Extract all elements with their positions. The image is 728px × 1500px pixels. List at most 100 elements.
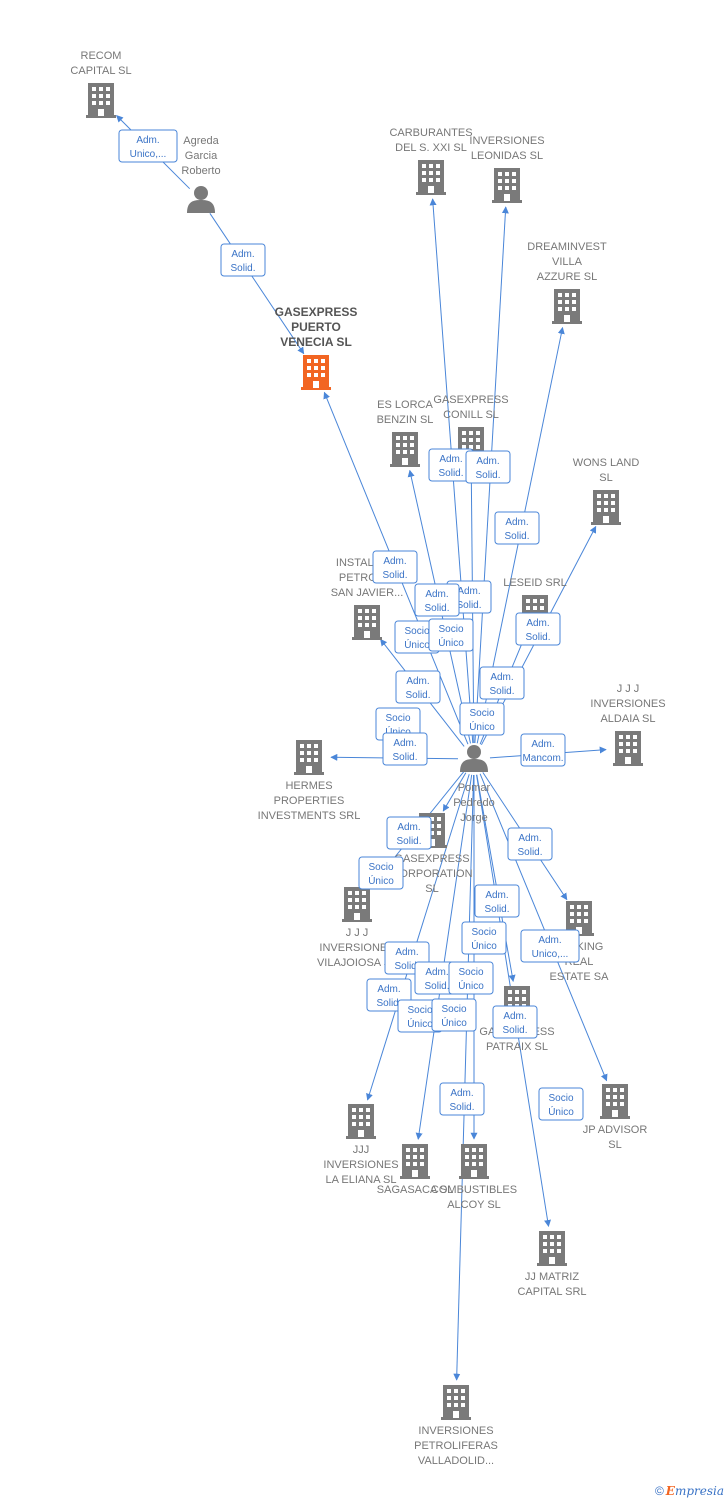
node-label-parking[interactable]: ESTATE SA (550, 971, 610, 983)
node-label-instalac[interactable]: SAN JAVIER... (331, 587, 404, 599)
node-agreda[interactable] (187, 186, 215, 213)
edge-label-box[interactable]: Adm.Solid. (414, 961, 460, 995)
node-label-jjj_eliana[interactable]: JJJ (353, 1144, 370, 1156)
node-inv_leonidas[interactable] (492, 168, 522, 203)
node-label-inv_leonidas[interactable]: LEONIDAS SL (471, 150, 543, 162)
node-label-gasexpress_corp[interactable]: GASEXPRESS (394, 853, 469, 865)
node-dreaminvest[interactable] (552, 289, 582, 324)
node-label-gasexpress_conill[interactable]: CONILL SL (443, 409, 499, 421)
node-label-jp_advisor[interactable]: SL (608, 1139, 621, 1151)
edge-label-box[interactable]: Adm.Solid. (494, 511, 540, 545)
node-label-agreda[interactable]: Roberto (181, 165, 220, 177)
node-label-jjj_eliana[interactable]: INVERSIONES (323, 1159, 398, 1171)
node-label-combustibles[interactable]: ALCOY SL (447, 1199, 501, 1211)
edge-label-box[interactable]: Adm.Solid. (220, 243, 266, 277)
node-jjj_aldaia[interactable] (613, 731, 643, 766)
edge-label-box[interactable]: Adm.Solid. (515, 612, 561, 646)
node-label-inv_petroliferas[interactable]: INVERSIONES (418, 1425, 493, 1437)
edge-label-box[interactable]: Adm.Solid. (507, 827, 553, 861)
node-label-hermes[interactable]: INVESTMENTS SRL (258, 810, 361, 822)
node-label-inv_leonidas[interactable]: INVERSIONES (469, 135, 544, 147)
node-carburantes[interactable] (416, 160, 446, 195)
node-jjj_eliana[interactable] (346, 1104, 376, 1139)
node-wons_land[interactable] (591, 490, 621, 525)
node-hermes[interactable] (294, 740, 324, 775)
node-instalac[interactable] (352, 605, 382, 640)
node-label-pomar[interactable]: Pedredo (453, 797, 495, 809)
node-pomar[interactable] (460, 745, 488, 772)
node-label-gasexpress_venecia[interactable]: PUERTO (291, 320, 341, 334)
node-label-gasexpress_conill[interactable]: GASEXPRESS (433, 394, 508, 406)
edge-label-box[interactable]: Adm.Solid. (382, 732, 428, 766)
node-label-gasexpress_patraix[interactable]: PATRAIX SL (486, 1041, 548, 1053)
node-label-jjj_aldaia[interactable]: ALDAIA SL (600, 713, 655, 725)
node-label-hermes[interactable]: PROPERTIES (274, 795, 345, 807)
node-label-sagasaca[interactable]: SAGASACA SL (377, 1184, 453, 1196)
node-label-jj_matriz[interactable]: CAPITAL SRL (517, 1286, 586, 1298)
node-label-carburantes[interactable]: DEL S. XXI SL (395, 142, 467, 154)
node-label-pomar[interactable]: Jorge (460, 812, 488, 824)
node-label-carburantes[interactable]: CARBURANTES (389, 127, 472, 139)
node-label-jjj_vilajoiosa[interactable]: VILAJOIOSA SL (317, 957, 397, 969)
node-label-inv_petroliferas[interactable]: VALLADOLID... (418, 1455, 494, 1467)
edge-label-box[interactable]: Adm.Solid. (492, 1005, 538, 1039)
node-gasexpress_venecia[interactable] (301, 355, 331, 390)
node-label-dreaminvest[interactable]: DREAMINVEST (527, 241, 607, 253)
edge-label-box[interactable]: Adm.Solid. (395, 670, 441, 704)
node-label-gasexpress_venecia[interactable]: VENECIA SL (280, 335, 352, 349)
node-label-recom[interactable]: CAPITAL SL (70, 65, 131, 77)
node-label-gasexpress_corp[interactable]: CORPORATION (391, 868, 472, 880)
node-label-jj_matriz[interactable]: JJ MATRIZ (525, 1271, 579, 1283)
node-label-recom[interactable]: RECOM (81, 50, 122, 62)
node-label-es_lorca[interactable]: BENZIN SL (377, 414, 434, 426)
node-combustibles[interactable] (459, 1144, 489, 1179)
node-label-combustibles[interactable]: COMBUSTIBLES (431, 1184, 517, 1196)
node-label-jjj_aldaia[interactable]: J J J (617, 683, 640, 695)
node-label-dreaminvest[interactable]: VILLA (552, 256, 583, 268)
node-es_lorca[interactable] (390, 432, 420, 467)
node-recom[interactable] (86, 83, 116, 118)
node-label-inv_petroliferas[interactable]: PETROLIFERAS (414, 1440, 498, 1452)
edge-label-box[interactable]: Adm.Solid. (465, 450, 511, 484)
node-label-jjj_vilajoiosa[interactable]: J J J (346, 927, 369, 939)
node-label-wons_land[interactable]: WONS LAND (573, 457, 640, 469)
node-label-gasexpress_venecia[interactable]: GASEXPRESS (275, 305, 358, 319)
edge-label-box[interactable]: Adm.Solid. (372, 550, 418, 584)
node-label-hermes[interactable]: HERMES (285, 780, 332, 792)
node-label-gasexpress_corp[interactable]: SL (425, 883, 438, 895)
node-label-jjj_aldaia[interactable]: INVERSIONES (590, 698, 665, 710)
node-label-jp_advisor[interactable]: JP ADVISOR (583, 1124, 648, 1136)
edge-label-box[interactable]: Adm.Solid. (428, 448, 474, 482)
node-label-wons_land[interactable]: SL (599, 472, 612, 484)
node-jjj_vilajoiosa[interactable] (342, 887, 372, 922)
node-label-agreda[interactable]: Agreda (183, 135, 219, 147)
edge-label-box[interactable]: Adm.Solid. (414, 583, 460, 617)
edge-label-box[interactable]: Adm.Unico,... (520, 929, 580, 963)
node-label-jjj_vilajoiosa[interactable]: INVERSIONES (319, 942, 394, 954)
node-inv_petroliferas[interactable] (441, 1385, 471, 1420)
edge-label-box[interactable]: Adm.Unico,... (118, 129, 178, 163)
node-sagasaca[interactable] (400, 1144, 430, 1179)
edge-label-box[interactable]: Adm.Solid. (439, 1082, 485, 1116)
edge-label-box[interactable]: Adm.Solid. (474, 884, 520, 918)
node-label-jjj_eliana[interactable]: LA ELIANA SL (326, 1174, 397, 1186)
edge-label-box[interactable]: Adm.Mancom. (520, 733, 566, 767)
node-label-pomar[interactable]: Pomar (458, 782, 491, 794)
node-label-leseid[interactable]: LESEID SRL (503, 577, 567, 589)
brand-footer[interactable]: ©Empresia (655, 1484, 724, 1498)
node-jp_advisor[interactable] (600, 1084, 630, 1119)
node-label-es_lorca[interactable]: ES LORCA (377, 399, 433, 411)
node-label-dreaminvest[interactable]: AZZURE SL (537, 271, 598, 283)
edge-label-box[interactable]: Adm.Solid. (386, 816, 432, 850)
edge-label-box[interactable]: Adm.Solid. (479, 666, 525, 700)
node-jj_matriz[interactable] (537, 1231, 567, 1266)
